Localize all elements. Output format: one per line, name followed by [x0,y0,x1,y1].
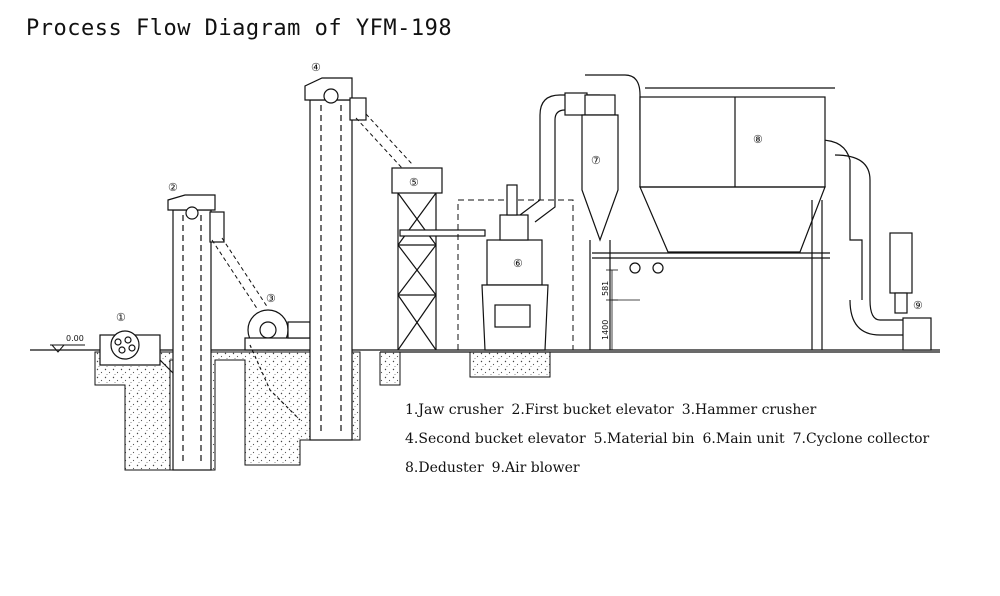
chute-4-to-5 [355,113,413,169]
main-unit [481,184,549,351]
material-bin [391,167,486,351]
air-ducts [519,74,905,336]
legend-item: 4.Second bucket elevator [405,431,586,447]
cyclone-collector [581,94,619,350]
legend-item: 9.Air blower [491,460,580,476]
deduster [592,87,835,350]
legend-row: 1.Jaw crusher 2.First bucket elevator 3.Ha… [405,396,937,425]
marker-1: ① [116,311,126,324]
elevation-mark-text: 0.00 [66,334,84,343]
marker-3: ③ [266,292,276,305]
legend-item: 8.Deduster [405,460,484,476]
chute-2-to-3 [211,237,269,311]
legend-item: 1.Jaw crusher [405,402,504,418]
marker-5: ⑤ [409,176,419,189]
legend-item: 6.Main unit [702,431,785,447]
marker-9: ⑨ [913,299,923,312]
legend-row: 4.Second bucket elevator 5.Material bin 6.… [405,425,937,454]
second-bucket-elevator [304,77,367,441]
legend-item: 7.Cyclone collector [792,431,930,447]
legend-item: 5.Material bin [593,431,695,447]
marker-2: ② [168,181,178,194]
marker-8: ⑧ [753,133,763,146]
elevation-mark: 0.00 [50,334,85,353]
dimension-upper-text: 581 [601,281,610,296]
hammer-crusher [244,309,316,421]
legend-row: 8.Deduster 9.Air blower [405,454,937,483]
first-bucket-elevator [167,194,225,471]
legend-item: 2.First bucket elevator [511,402,674,418]
dimension-lower-text: 1400 [601,320,610,340]
marker-7: ⑦ [591,154,601,167]
marker-4: ④ [311,61,321,74]
jaw-crusher [99,330,179,379]
diagram-title: Process Flow Diagram of YFM-198 [26,16,453,41]
component-markers: ① ② ③ ④ ⑤ ⑥ ⑦ ⑧ ⑨ [116,61,923,324]
component-legend: 1.Jaw crusher 2.First bucket elevator 3.Ha… [405,396,937,483]
marker-6: ⑥ [513,257,523,270]
legend-item: 3.Hammer crusher [681,402,817,418]
air-blower [889,232,932,351]
dimension-lines [606,269,640,351]
